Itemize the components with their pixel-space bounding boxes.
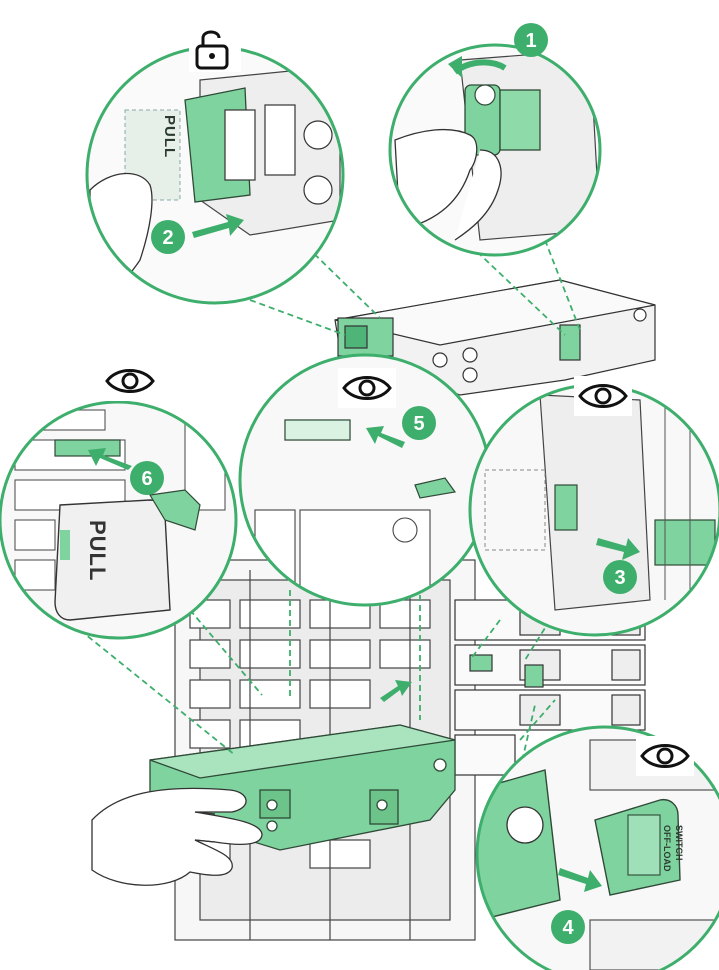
- callout-lines: [79, 239, 581, 771]
- step-5-badge: 5: [402, 406, 436, 440]
- step-1-badge: 1: [514, 23, 548, 57]
- detail-circle-rotate: [388, 43, 602, 257]
- arrow-left-icon: [366, 426, 405, 448]
- svg-text:1: 1: [525, 30, 536, 52]
- detail-circle-unlock: PULL: [85, 45, 345, 305]
- arrow-right-icon: [558, 868, 602, 892]
- unlock-icon: [189, 22, 241, 72]
- eye-icon: [101, 361, 159, 401]
- arrow-right-icon: [192, 214, 244, 238]
- svg-text:6: 6: [141, 468, 152, 490]
- step-3-badge: 3: [603, 560, 637, 594]
- rotate-arrow-icon: [448, 56, 507, 78]
- eye-icon: [338, 368, 396, 408]
- eye-icon: [636, 736, 694, 776]
- detail-circle-step6: PULL: [0, 400, 238, 640]
- step-6-badge: 6: [130, 461, 164, 495]
- svg-text:2: 2: [162, 227, 173, 249]
- pull-label: PULL: [161, 115, 178, 158]
- arrow-left-icon: [88, 448, 132, 470]
- step-4-badge: 4: [551, 910, 585, 944]
- eye-icon: [574, 376, 632, 416]
- arrow-right-icon: [596, 538, 640, 560]
- pull-label: PULL: [85, 520, 110, 581]
- detail-circle-step3: [468, 383, 719, 637]
- hand-illustration: [91, 787, 263, 886]
- insert-arrow-icon: [380, 680, 412, 702]
- svg-text:5: 5: [413, 413, 424, 435]
- svg-text:4: 4: [562, 917, 574, 939]
- hand-illustration: [394, 128, 478, 231]
- off-load-label: OFF-LOAD: [662, 825, 672, 872]
- step-2-badge: 2: [151, 220, 185, 254]
- switch-label: SWITCH: [674, 825, 684, 861]
- svg-text:3: 3: [614, 567, 625, 589]
